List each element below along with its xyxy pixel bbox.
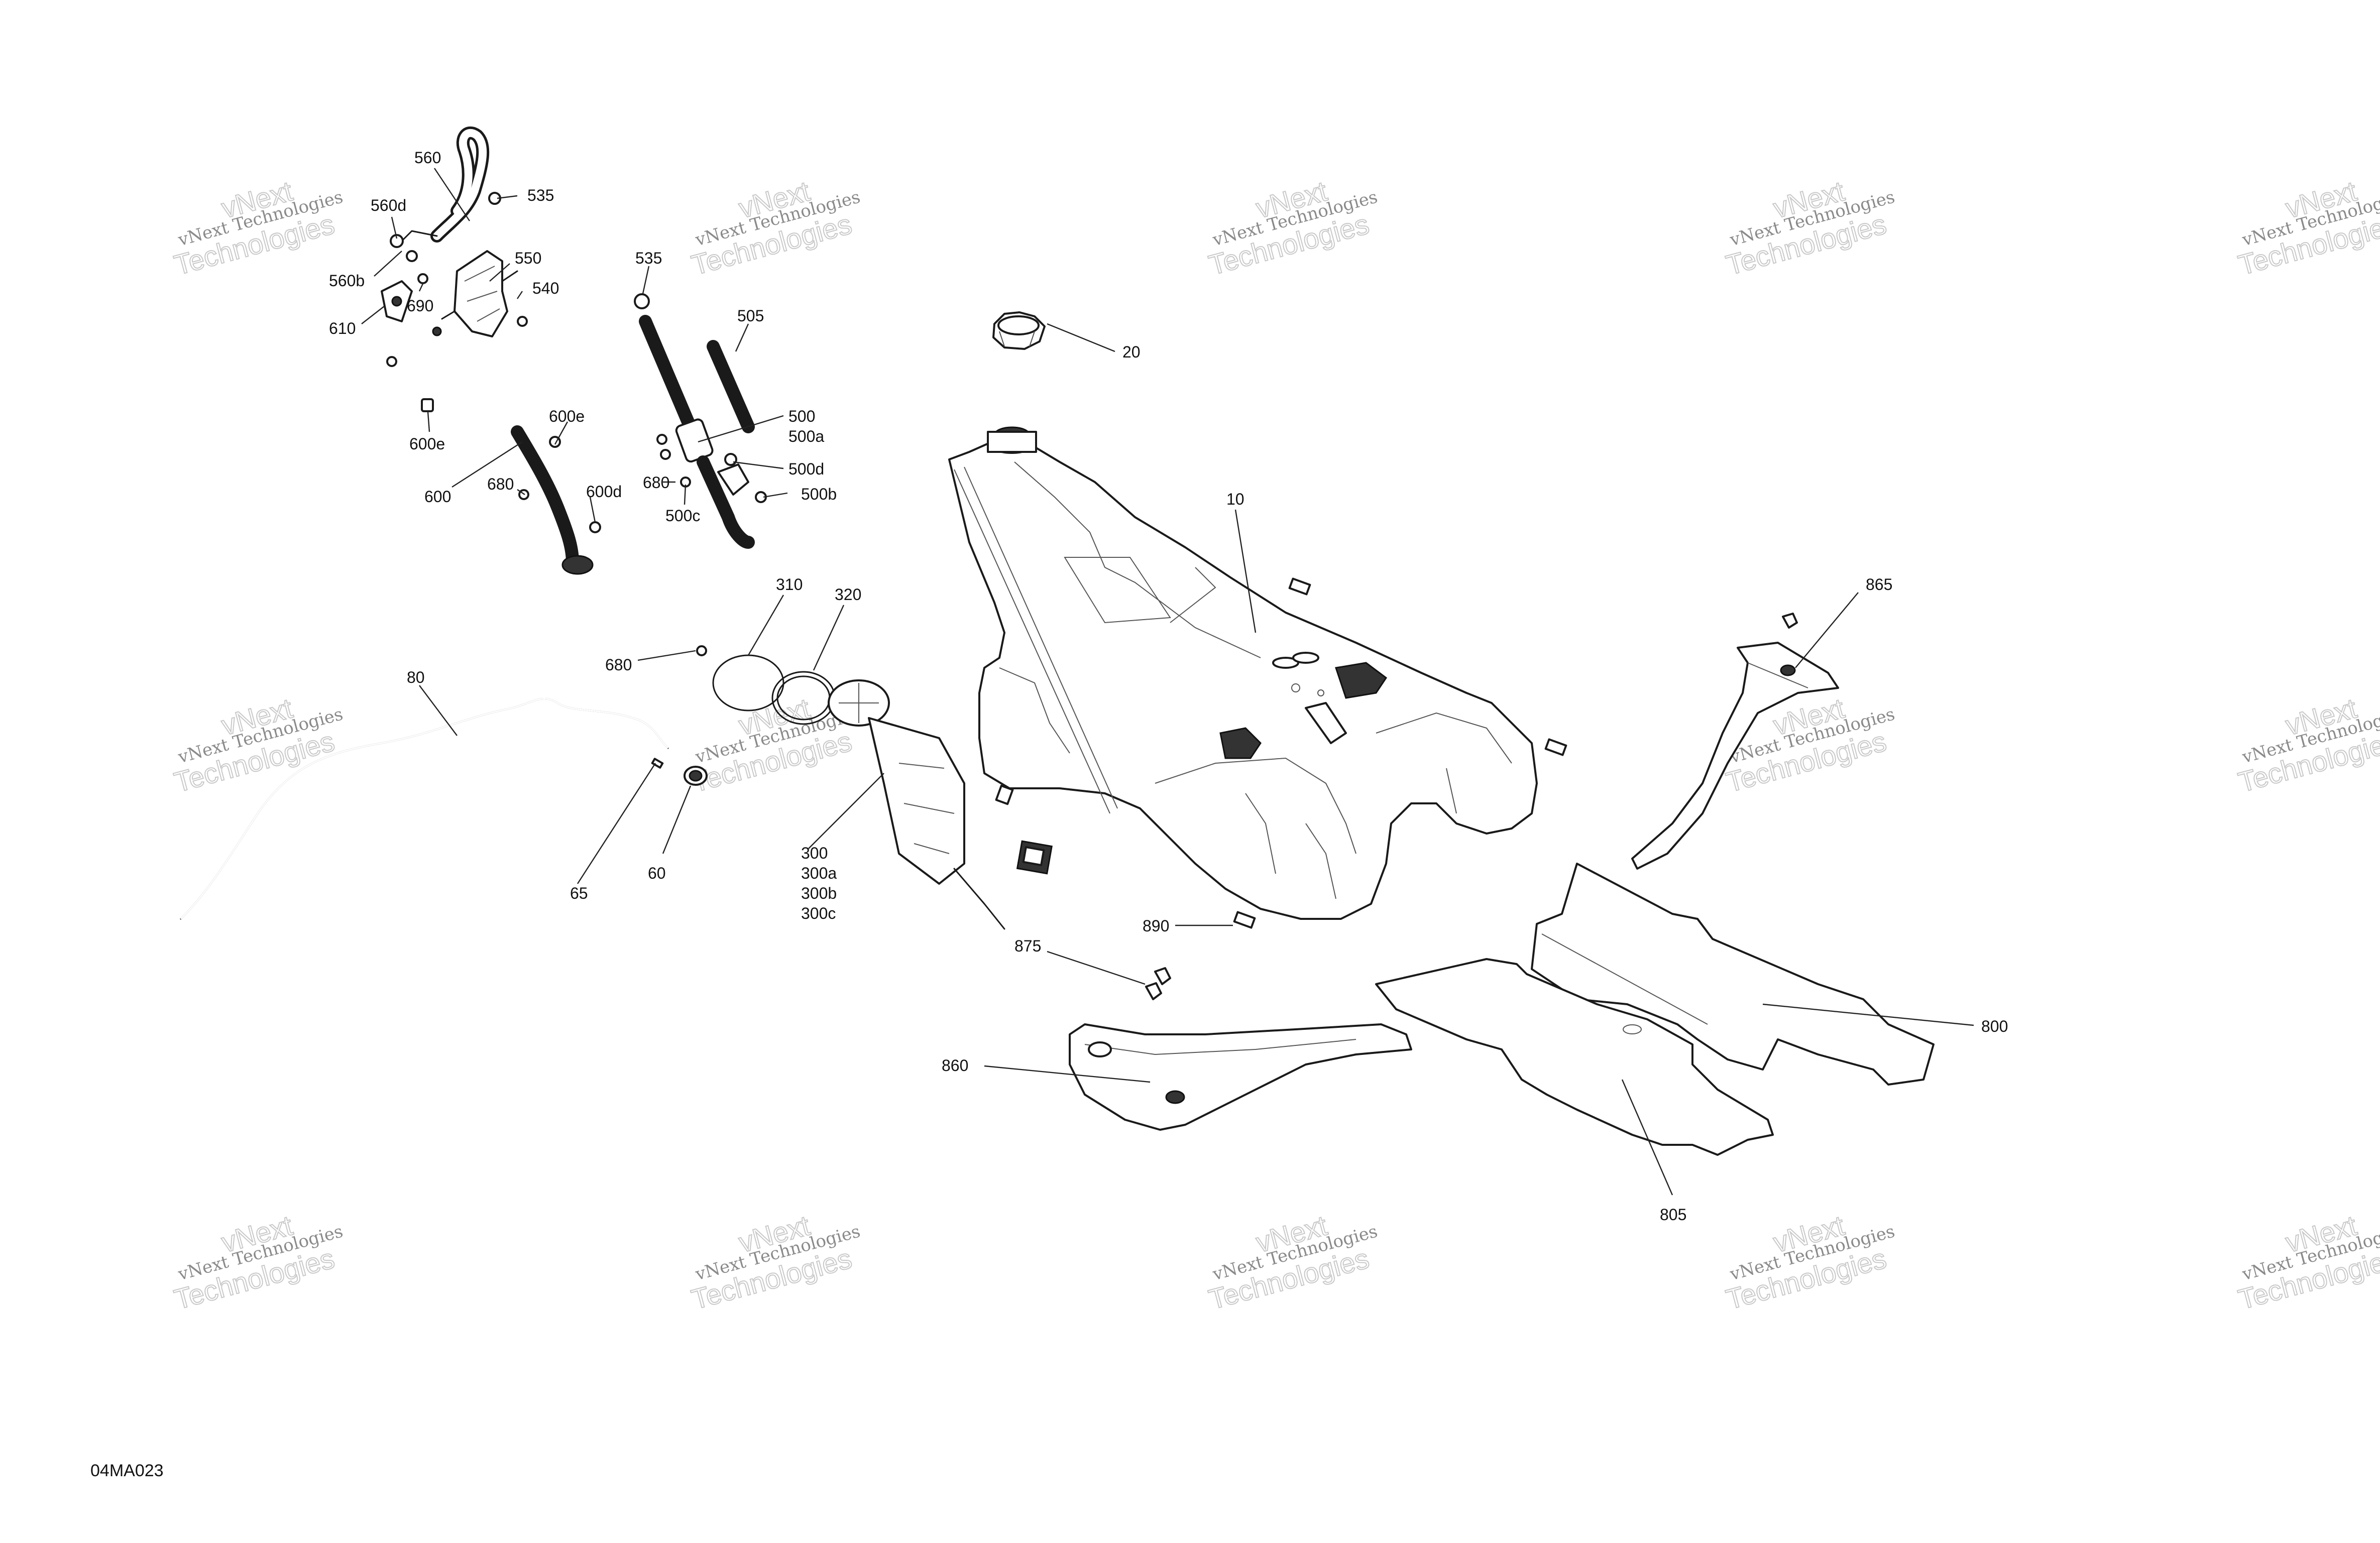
callout-560: 560 bbox=[414, 149, 441, 167]
callout-535: 535 bbox=[527, 186, 554, 204]
callout-540: 540 bbox=[532, 279, 559, 297]
callout-320: 320 bbox=[835, 585, 861, 604]
callout-680: 680 bbox=[487, 475, 514, 493]
callout-500c: 500c bbox=[665, 507, 700, 525]
watermark-tile: vNext vNext Technologies Technologies bbox=[170, 1209, 345, 1316]
callout-300b: 300b bbox=[801, 884, 837, 902]
watermark-tile: vNext vNext Technologies Technologies bbox=[688, 1209, 862, 1316]
callout-865: 865 bbox=[1866, 575, 1892, 594]
callout-560d: 560d bbox=[371, 196, 406, 214]
callout-310: 310 bbox=[776, 575, 803, 594]
watermark-tile: vNext vNext Technologies Technologies bbox=[2234, 174, 2380, 281]
callout-10: 10 bbox=[1226, 490, 1244, 508]
fuel-vent-hose-600 bbox=[386, 339, 601, 575]
callout-500b: 500b bbox=[801, 485, 837, 503]
callout-680: 680 bbox=[605, 656, 632, 674]
callout-300: 300 bbox=[801, 844, 828, 862]
callout-550: 550 bbox=[515, 249, 541, 267]
watermark-tile: vNext vNext Technologies Technologies bbox=[1205, 174, 1380, 281]
watermark-tile: vNext vNext Technologies Technologies bbox=[688, 174, 862, 281]
watermark-tile: vNext vNext Technologies Technologies bbox=[2234, 1209, 2380, 1316]
callout-300a: 300a bbox=[801, 864, 837, 882]
callout-600: 600 bbox=[424, 488, 451, 506]
rollover-valve-550 bbox=[432, 250, 528, 337]
callout-65: 65 bbox=[570, 884, 588, 902]
fuel-line-80 bbox=[180, 698, 669, 920]
pad-890 bbox=[995, 577, 1567, 929]
leader-lines bbox=[361, 168, 1974, 1196]
callout-500a: 500a bbox=[788, 427, 824, 445]
callout-505: 505 bbox=[737, 307, 764, 325]
heat-shield-860 bbox=[1069, 967, 1412, 1131]
callout-300c: 300c bbox=[801, 904, 836, 922]
fuel-tank-10 bbox=[948, 426, 1538, 920]
heat-shield-865 bbox=[1631, 613, 1839, 870]
callout-860: 860 bbox=[942, 1056, 968, 1075]
callout-610: 610 bbox=[329, 319, 356, 337]
watermark-tile: vNext vNext Technologies Technologies bbox=[1722, 1209, 1897, 1316]
valve-bracket-610 bbox=[381, 273, 428, 322]
fuel-pump-300 bbox=[828, 679, 1053, 930]
filler-hose-500 bbox=[634, 293, 767, 549]
watermark-tile: vNext vNext Technologies Technologies bbox=[170, 174, 345, 281]
callout-600e: 600e bbox=[409, 435, 445, 453]
watermark-tile: vNext vNext Technologies Technologies bbox=[170, 691, 345, 798]
callout-680: 680 bbox=[643, 473, 669, 492]
watermark-tile: vNext vNext Technologies Technologies bbox=[1205, 1209, 1380, 1316]
callout-690: 690 bbox=[407, 297, 433, 315]
callout-80: 80 bbox=[407, 668, 425, 686]
connector-60 bbox=[651, 758, 708, 786]
callout-labels: 560 535 560d 560b 550 540 690 610 535 50… bbox=[329, 149, 2008, 1224]
callout-20: 20 bbox=[1122, 343, 1141, 361]
vent-hose-560 bbox=[390, 126, 501, 262]
watermark-tile: vNext vNext Technologies Technologies bbox=[2234, 691, 2380, 798]
figure-code: 04MA023 bbox=[90, 1461, 164, 1480]
callout-890: 890 bbox=[1143, 917, 1169, 935]
fuel-cap-20 bbox=[992, 311, 1046, 350]
screw-680 bbox=[696, 645, 707, 656]
floor-mat-805 bbox=[1375, 958, 1774, 1156]
callout-60: 60 bbox=[648, 864, 666, 882]
callout-600e: 600e bbox=[549, 407, 585, 425]
filler-hose-505 bbox=[707, 340, 755, 433]
callout-875: 875 bbox=[1014, 937, 1041, 955]
callout-500: 500 bbox=[788, 407, 815, 425]
callout-535: 535 bbox=[635, 249, 662, 267]
callout-805: 805 bbox=[1660, 1206, 1686, 1224]
callout-600d: 600d bbox=[586, 483, 622, 501]
callout-800: 800 bbox=[1981, 1017, 2008, 1035]
watermark-tile: vNext vNext Technologies Technologies bbox=[1722, 174, 1897, 281]
callout-560b: 560b bbox=[329, 272, 365, 290]
callout-500d: 500d bbox=[788, 460, 824, 478]
